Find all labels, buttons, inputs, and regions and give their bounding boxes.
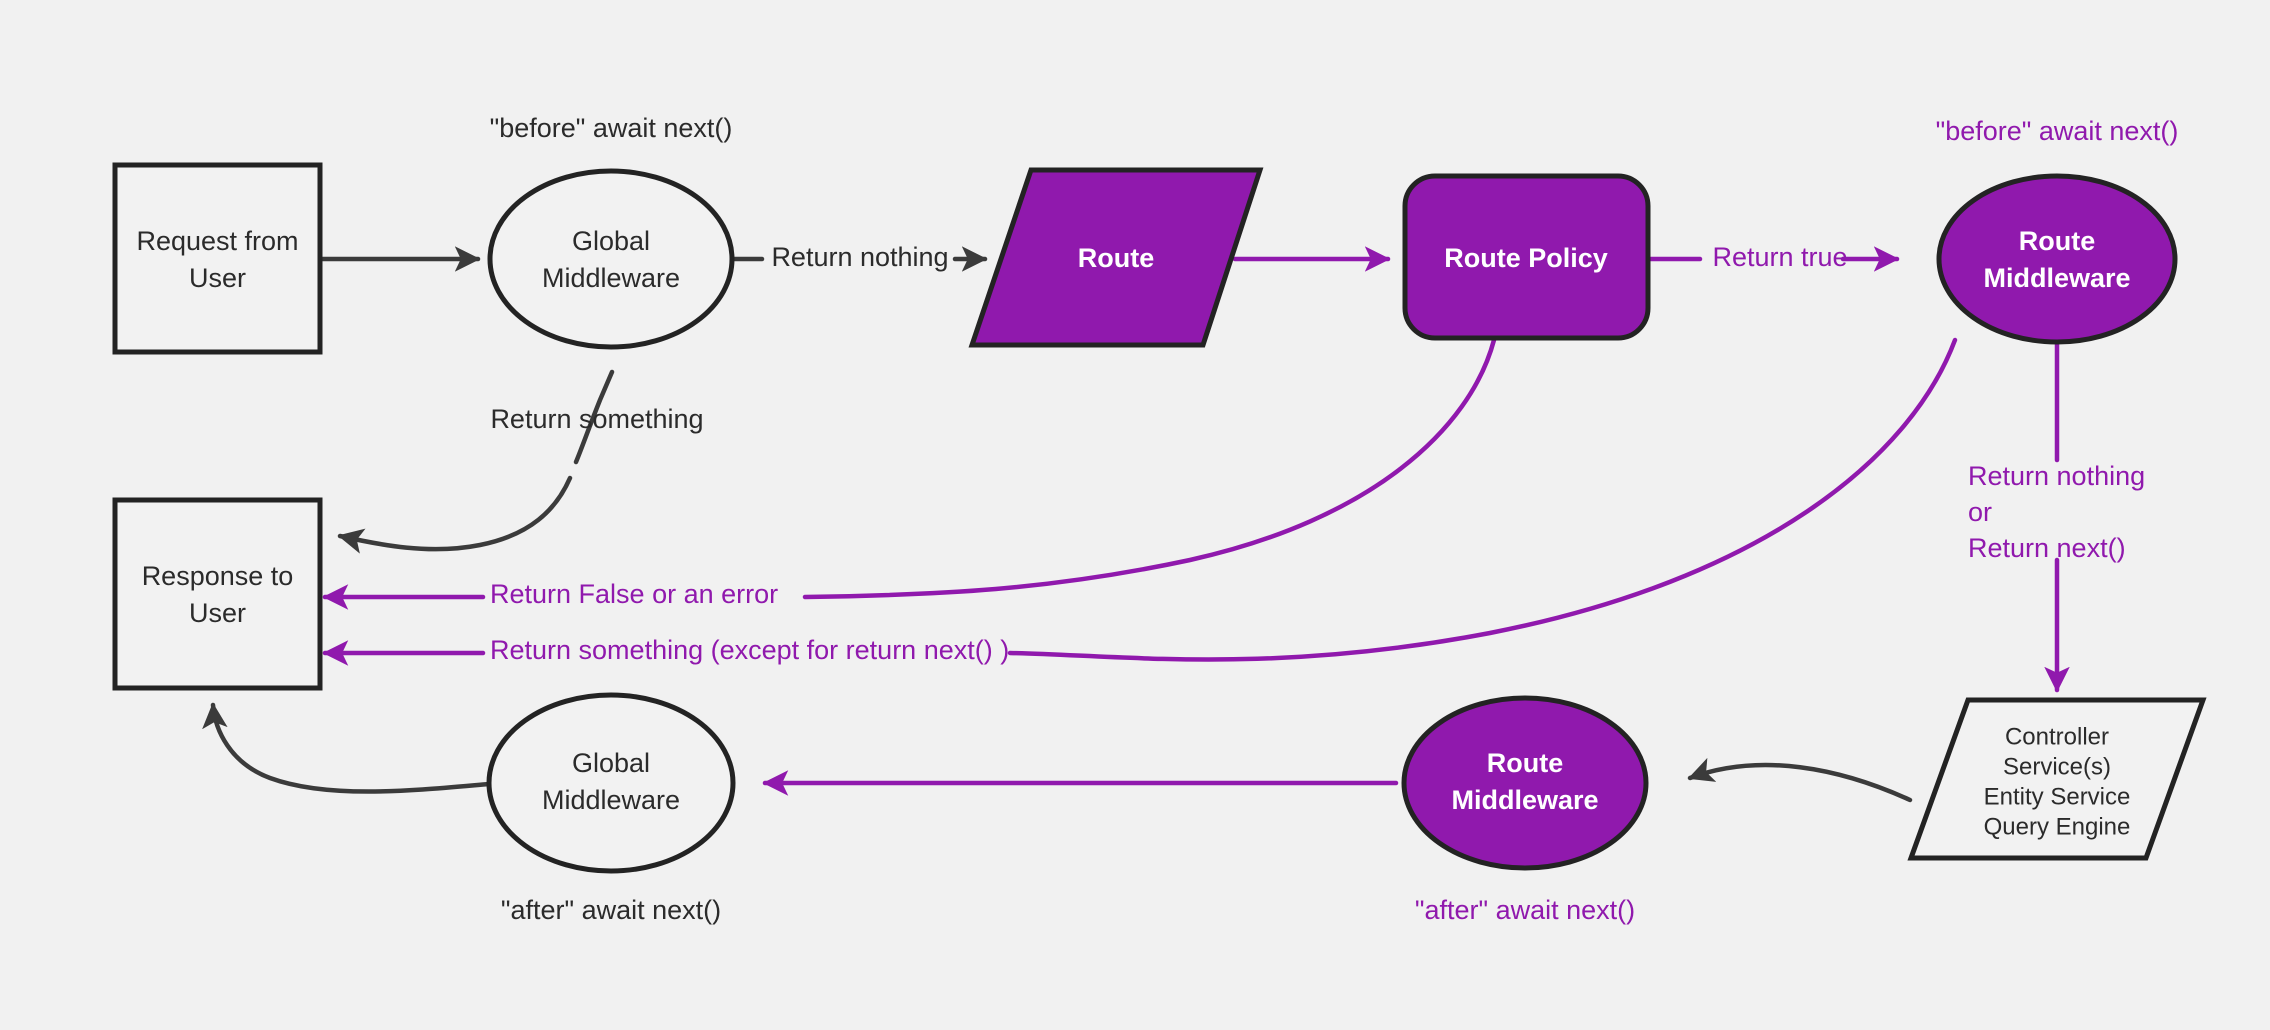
controller-line-2: Service(s)	[2003, 753, 2111, 780]
edge-global-middleware-bottom-to-response	[202, 702, 492, 794]
edge-label-return-nothing-or-next-line-1: Return nothing	[1968, 461, 2145, 491]
edge-label-return-nothing-or-next-line-2: or	[1968, 497, 1992, 527]
node-global-middleware-bottom[interactable]: Global Middleware	[486, 692, 736, 874]
edge-route-middleware-to-response	[1007, 337, 1958, 662]
request-from-user-shape	[112, 162, 323, 355]
route-middleware-top-line-2: Middleware	[1983, 263, 2130, 293]
global-middleware-top-line-1: Global	[572, 226, 650, 256]
controller-line-1: Controller	[2005, 723, 2109, 750]
global-middleware-top-line-2: Middleware	[542, 263, 680, 293]
edge-global-middleware-to-response	[573, 369, 615, 465]
annotation-before-await-next-global: "before" await next()	[490, 113, 733, 143]
node-route[interactable]: Route	[968, 167, 1264, 348]
edge-label-return-false-or-error: Return False or an error	[490, 579, 778, 609]
global-middleware-top-shape	[487, 168, 735, 350]
route-policy-label: Route Policy	[1444, 243, 1608, 273]
node-request-from-user[interactable]: Request from User	[112, 162, 323, 355]
response-to-user-shape	[112, 497, 323, 691]
controller-line-3: Entity Service	[1984, 783, 2131, 810]
node-response-to-user[interactable]: Response to User	[112, 497, 323, 691]
response-to-user-line-2: User	[189, 598, 246, 628]
route-middleware-top-shape	[1936, 173, 2178, 345]
route-middleware-bottom-line-1: Route	[1487, 748, 1564, 778]
global-middleware-bottom-shape	[486, 692, 736, 874]
response-to-user-line-1: Response to	[142, 561, 294, 591]
route-shape	[968, 167, 1264, 348]
edge-label-return-something: Return something	[490, 404, 703, 434]
route-middleware-bottom-shape	[1401, 695, 1649, 871]
node-controller[interactable]: Controller Service(s) Entity Service Que…	[1907, 697, 2207, 861]
request-from-user-line-1: Request from	[136, 226, 298, 256]
annotation-after-await-next-global: "after" await next()	[501, 895, 721, 925]
edge-label-return-nothing: Return nothing	[771, 242, 948, 272]
controller-shape	[1907, 697, 2207, 861]
node-global-middleware-top[interactable]: Global Middleware	[487, 168, 735, 350]
route-label: Route	[1078, 243, 1155, 273]
request-from-user-line-2: User	[189, 263, 246, 293]
edge-route-policy-to-response	[802, 337, 1497, 600]
edge-label-return-nothing-or-next-line-3: Return next()	[1968, 533, 2126, 563]
annotation-before-await-next-route: "before" await next()	[1936, 116, 2179, 146]
edge-controller-to-route-middleware-bottom	[1687, 757, 1913, 803]
controller-line-4: Query Engine	[1984, 813, 2131, 840]
route-middleware-bottom-line-2: Middleware	[1451, 785, 1598, 815]
node-route-policy[interactable]: Route Policy	[1402, 173, 1651, 341]
edge-global-middleware-to-response-arc	[337, 475, 573, 554]
node-route-middleware-bottom[interactable]: Route Middleware	[1401, 695, 1649, 871]
route-middleware-top-line-1: Route	[2019, 226, 2096, 256]
annotation-after-await-next-route: "after" await next()	[1415, 895, 1635, 925]
global-middleware-bottom-line-1: Global	[572, 748, 650, 778]
edge-label-return-true: Return true	[1712, 242, 1847, 272]
edge-label-return-something-except-next: Return something (except for return next…	[490, 635, 1009, 665]
node-route-middleware-top[interactable]: Route Middleware	[1936, 173, 2178, 345]
route-policy-shape	[1402, 173, 1651, 341]
global-middleware-bottom-line-2: Middleware	[542, 785, 680, 815]
